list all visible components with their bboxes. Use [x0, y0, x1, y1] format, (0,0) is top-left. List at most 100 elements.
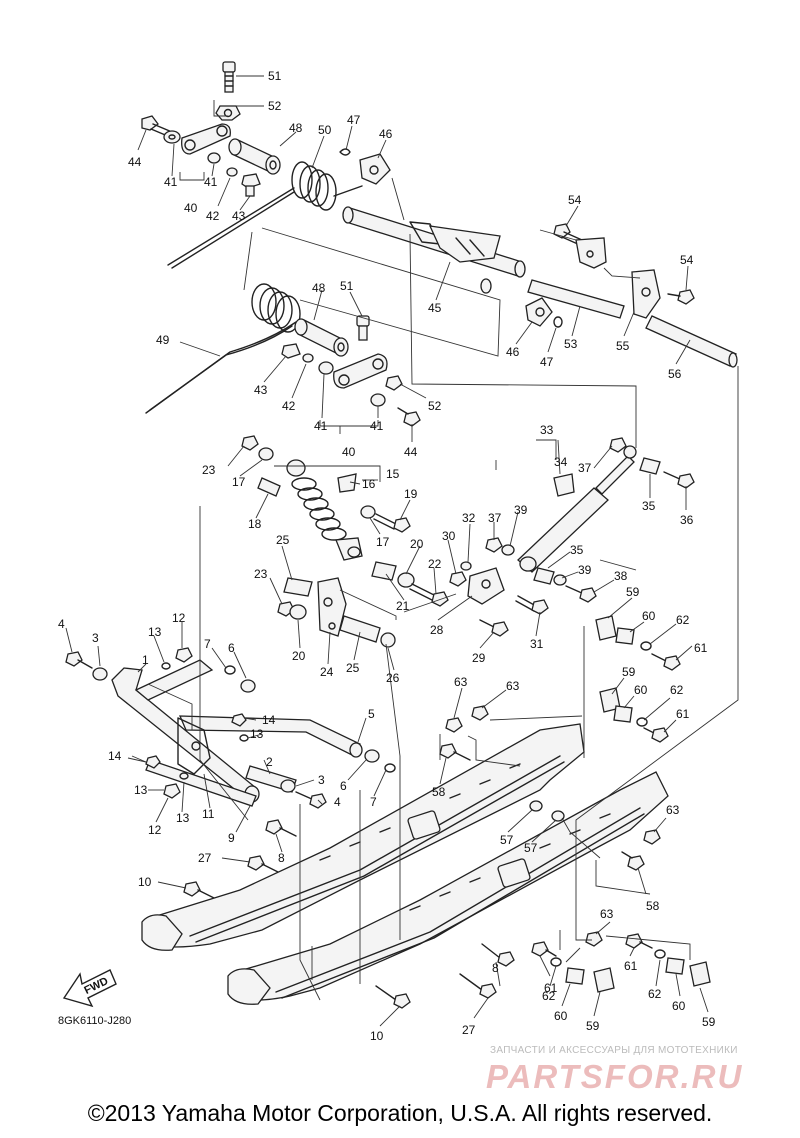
boot-34	[553, 473, 575, 497]
callout-59b: 59	[622, 665, 636, 679]
torsion-spring-49	[145, 283, 301, 414]
callout-10: 10	[138, 875, 152, 889]
washer-42-lower	[302, 353, 314, 363]
nut-23	[241, 435, 259, 451]
callout-53: 53	[564, 337, 578, 351]
bolt-44-lower	[397, 407, 421, 427]
front-shock-15	[286, 459, 363, 561]
bushing-48-lower	[294, 318, 349, 357]
bolt-27	[247, 855, 283, 875]
bolt-8	[265, 819, 297, 837]
collar-35b	[533, 567, 555, 585]
callout-42b: 42	[282, 399, 296, 413]
callout-26: 26	[386, 671, 400, 685]
nut-52-lower	[385, 375, 403, 391]
bolt-61d	[625, 933, 653, 949]
callout-9: 9	[228, 831, 235, 845]
callout-33: 33	[540, 423, 554, 437]
nut-37b	[485, 537, 503, 553]
collar-17	[258, 447, 274, 461]
callout-38: 38	[614, 569, 628, 583]
link-arm-40	[181, 123, 231, 155]
collar-60	[615, 627, 635, 645]
callout-13: 13	[148, 625, 162, 639]
callout-17: 17	[232, 475, 246, 489]
watermark-logo: PARTSFOR.RU	[486, 1058, 744, 1095]
callout-52b: 52	[428, 399, 442, 413]
washer-39b	[553, 574, 567, 586]
copyright-notice: ©2013 Yamaha Motor Corporation, U.S.A. A…	[87, 1100, 713, 1126]
callout-47b: 47	[540, 355, 554, 369]
callout-13c: 13	[134, 783, 148, 797]
callout-61c: 61	[544, 981, 558, 995]
diagram-code: 8GK6110-J280	[58, 1015, 132, 1027]
bolt-61	[651, 653, 681, 671]
callout-16: 16	[362, 477, 376, 491]
bracket-55	[575, 237, 661, 319]
callout-1: 1	[142, 653, 149, 667]
callout-11: 11	[202, 807, 215, 821]
callout-40: 40	[184, 201, 198, 215]
callout-54b: 54	[680, 253, 694, 267]
collar-25	[283, 577, 313, 597]
guide-59	[595, 615, 617, 641]
shaft-9	[145, 759, 257, 807]
callout-12: 12	[172, 611, 186, 625]
washer-41-lower	[318, 361, 334, 375]
callout-8: 8	[278, 851, 285, 865]
bolt-38	[565, 585, 597, 603]
callout-61b: 61	[676, 707, 690, 721]
bushing-20b	[289, 604, 307, 620]
watermark-tagline: ЗАПЧАСТИ И АКСЕССУАРЫ ДЛЯ МОТОТЕХНИКИ	[490, 1045, 738, 1056]
callout-37: 37	[578, 461, 592, 475]
callout-62d: 62	[648, 987, 662, 1001]
nut-63c	[643, 829, 661, 845]
callout-22: 22	[428, 557, 442, 571]
nut-14	[231, 713, 247, 727]
bolt-43	[241, 173, 261, 197]
callout-54: 54	[568, 193, 582, 207]
collar-3b	[280, 779, 296, 793]
collar-3	[92, 667, 108, 681]
callout-20b: 20	[292, 649, 306, 663]
bushing-6b	[364, 749, 380, 763]
bolt-36	[663, 471, 695, 489]
washer-7	[224, 665, 236, 675]
callout-39b: 39	[578, 563, 592, 577]
washer-13b	[179, 772, 189, 780]
callout-60d: 60	[672, 999, 686, 1013]
callout-12b: 12	[148, 823, 162, 837]
cam-46-lower	[525, 297, 553, 327]
callout-6b: 6	[340, 779, 347, 793]
callout-28: 28	[430, 623, 444, 637]
bolt-61b	[643, 727, 669, 743]
collar-21	[371, 561, 397, 581]
callout-2: 2	[266, 755, 273, 769]
callout-49: 49	[156, 333, 170, 347]
callout-52: 52	[268, 99, 282, 113]
collar-41	[163, 130, 181, 144]
bolt-8b	[481, 943, 515, 967]
callout-41c: 41	[314, 419, 328, 433]
bushing-26	[380, 632, 396, 648]
callout-48b: 48	[312, 281, 326, 295]
nut-52	[215, 105, 241, 121]
bolt-22	[409, 583, 449, 607]
callout-42: 42	[206, 209, 220, 223]
callout-37b: 37	[488, 511, 502, 525]
bolt-43-lower	[281, 343, 301, 359]
bolt-58	[439, 743, 471, 761]
link-arm-40-lower	[333, 353, 388, 389]
bracket-28	[467, 567, 505, 605]
nut-63	[445, 717, 463, 733]
front-arm-1	[111, 659, 363, 803]
callout-8b: 8	[492, 961, 499, 975]
callout-18: 18	[248, 517, 262, 531]
callout-50: 50	[318, 123, 332, 137]
bolt-4	[65, 651, 93, 669]
callout-labels: 51 52 48 50 47 46 44 41 41 40 42 43 54 5…	[58, 69, 716, 1043]
callout-4: 4	[58, 617, 65, 631]
washer-13	[161, 662, 171, 670]
cam-46	[359, 153, 391, 185]
